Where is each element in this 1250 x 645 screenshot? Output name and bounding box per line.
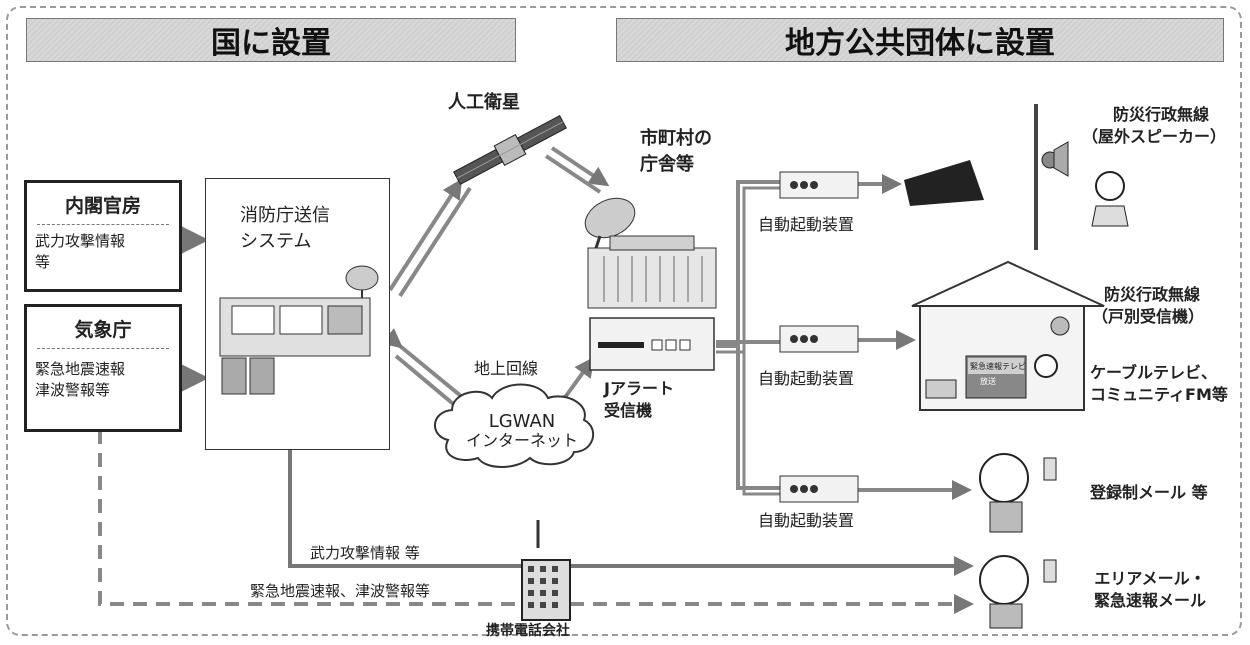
- auto-device-2-label: 自動起動装置: [758, 369, 855, 388]
- jma-line-1: 緊急地震速報: [35, 360, 126, 378]
- line-jalert-bus: [716, 180, 780, 348]
- tv-screen-text-2: 放送: [980, 376, 996, 386]
- jma-title: 気象庁: [37, 307, 169, 349]
- auto-device-3-label: 自動起動装置: [758, 511, 855, 530]
- line-jalert-dev3b: [742, 352, 780, 496]
- outdoor-radio-line-1: 防災行政無線: [1113, 105, 1210, 124]
- local-banner: 地方公共団体に設置: [616, 18, 1224, 62]
- fdma-box: 消防庁送信 システム: [205, 178, 390, 450]
- diagram-frame: [6, 6, 1242, 636]
- national-banner-label: 国に設置: [211, 26, 331, 61]
- carrier-building-illustration: [521, 520, 571, 621]
- outdoor-radio-line-2: （屋外スピーカー）: [1082, 127, 1227, 146]
- lgwan-line-2: インターネット: [466, 431, 579, 450]
- municipal-office-label: 市町村の 庁舎等: [640, 126, 712, 178]
- jma-line-2: 津波警報等: [35, 381, 111, 399]
- arrow-sat-office-1: [550, 146, 610, 187]
- household-radio-line-1: 防災行政無線: [1104, 285, 1201, 304]
- arrow-attack-label: 武力攻撃情報 等: [310, 544, 420, 562]
- arrow-fdma-area-mail: [288, 450, 974, 576]
- cable-tv-line-1: ケーブルテレビ、: [1090, 363, 1218, 382]
- tv-screen-text-1: 緊急速報テレビ: [970, 361, 1026, 371]
- arrow-quake-label: 緊急地震速報、津波警報等: [250, 582, 431, 600]
- auto-device-1-illustration: [779, 171, 859, 199]
- carrier-label: 携帯電話会社: [486, 623, 570, 639]
- lgwan-line-1: LGWAN: [488, 411, 556, 432]
- arrow-jma-area-mail: [98, 430, 974, 614]
- jma-box: 気象庁 緊急地震速報 津波警報等: [24, 304, 182, 432]
- outdoor-radio-label: 防災行政無線 （屋外スピーカー）: [1082, 104, 1226, 148]
- fdma-line-2: システム: [240, 231, 312, 252]
- satellite-label: 人工衛星: [448, 92, 520, 113]
- auto-device-1-label: 自動起動装置: [758, 215, 855, 234]
- municipal-office-line-2: 庁舎等: [640, 154, 694, 175]
- fdma-line-1: 消防庁送信: [240, 205, 330, 226]
- jalert-line-2: 受信機: [604, 401, 653, 420]
- lgwan-cloud: [434, 383, 595, 468]
- arrow-fdma-sat-1: [388, 178, 463, 292]
- cabinet-line-2: 等: [35, 253, 51, 271]
- auto-device-2-illustration: [779, 325, 859, 353]
- cabinet-title: 内閣官房: [37, 183, 169, 225]
- cabinet-box: 内閣官房 武力攻撃情報 等: [24, 180, 182, 292]
- outdoor-speaker-illustration: [904, 104, 1129, 250]
- local-banner-label: 地方公共団体に設置: [785, 26, 1055, 61]
- lgwan-label: LGWAN インターネット: [466, 412, 578, 450]
- household-radio-label: 防災行政無線 （戸別受信機）: [1092, 284, 1204, 328]
- household-radio-line-2: （戸別受信機）: [1092, 307, 1205, 326]
- cable-tv-label: ケーブルテレビ、 コミュニティFM等: [1090, 362, 1228, 406]
- arrow-fdma-sat-2: [398, 186, 472, 298]
- area-mail-line-2: 緊急速報メール: [1094, 591, 1207, 610]
- municipal-building-illustration: [587, 235, 717, 309]
- person-mail-illustration-1: [979, 453, 1057, 533]
- cable-tv-line-2: コミュニティFM等: [1090, 385, 1228, 404]
- house-illustration: 緊急速報テレビ 放送: [911, 260, 1105, 411]
- cabinet-line-1: 武力攻撃情報: [35, 232, 126, 250]
- municipal-office-line-1: 市町村の: [640, 128, 712, 149]
- national-banner: 国に設置: [26, 18, 516, 62]
- ground-line-label: 地上回線: [474, 359, 539, 378]
- line-jalert-bus-2: [716, 186, 780, 354]
- person-mail-illustration-2: [979, 555, 1057, 629]
- arrow-sat-office-2: [544, 154, 602, 194]
- area-mail-label: エリアメール・ 緊急速報メール: [1094, 568, 1206, 612]
- area-mail-line-1: エリアメール・: [1094, 569, 1206, 588]
- line-jalert-dev3: [736, 346, 780, 490]
- auto-device-3-illustration: [779, 475, 859, 503]
- jalert-receiver-illustration: [589, 317, 715, 371]
- reg-mail-label: 登録制メール 等: [1090, 483, 1208, 502]
- jalert-label: Jアラート 受信機: [604, 378, 674, 422]
- arrow-lgwan-jalert: [548, 356, 595, 415]
- satellite-illustration: [453, 114, 567, 186]
- jalert-line-1: Jアラート: [604, 379, 674, 398]
